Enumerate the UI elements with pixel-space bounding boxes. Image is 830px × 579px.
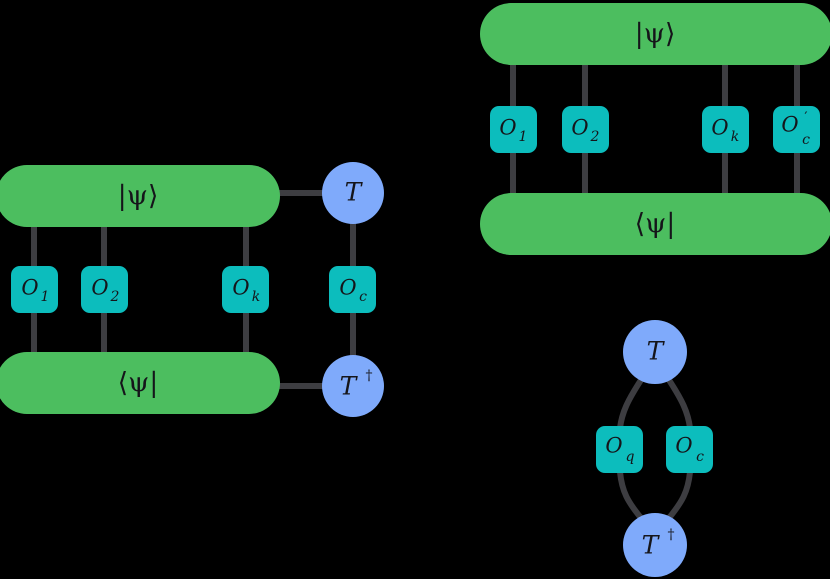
left-operator-oc-shape bbox=[329, 266, 376, 313]
left-operator-oc[interactable]: O c bbox=[329, 266, 376, 313]
top-right-ket-node[interactable]: |ψ⟩ bbox=[480, 3, 830, 65]
top-right-operator-o1[interactable]: O 1 bbox=[490, 106, 537, 153]
panel-bottom-right: T T † O q O c bbox=[596, 320, 713, 577]
left-bra-shape bbox=[0, 352, 280, 414]
left-operator-ok-shape bbox=[222, 266, 269, 313]
bottom-right-operator-oq-shape bbox=[596, 426, 643, 473]
left-ket-node[interactable]: |ψ⟩ bbox=[0, 165, 280, 227]
bottom-right-operator-oc[interactable]: O c bbox=[666, 426, 713, 473]
bottom-right-transform-t[interactable]: T bbox=[623, 320, 687, 384]
left-operator-o2-shape bbox=[81, 266, 128, 313]
top-right-operator-oc-prime[interactable]: O ′ c bbox=[773, 106, 820, 153]
left-operator-o2[interactable]: O 2 bbox=[81, 266, 128, 313]
top-right-ket-shape bbox=[480, 3, 830, 65]
wire-br-t-to-oc bbox=[666, 377, 693, 431]
left-transform-t[interactable]: T bbox=[322, 162, 384, 224]
wire-br-oc-to-tdagger bbox=[666, 469, 693, 521]
bottom-right-operator-oc-shape bbox=[666, 426, 713, 473]
left-ket-shape bbox=[0, 165, 280, 227]
bottom-right-transform-t-shape bbox=[623, 320, 687, 384]
top-right-operator-o2[interactable]: O 2 bbox=[562, 106, 609, 153]
left-operator-ok[interactable]: O k bbox=[222, 266, 269, 313]
panel-top-right: |ψ⟩ ⟨ψ| O 1 O 2 O k bbox=[480, 3, 830, 255]
left-transform-tdagger[interactable]: T † bbox=[322, 355, 384, 417]
top-right-operator-oc-prime-shape bbox=[773, 106, 820, 153]
left-operator-o1[interactable]: O 1 bbox=[11, 266, 58, 313]
left-transform-tdagger-shape bbox=[322, 355, 384, 417]
top-right-bra-node[interactable]: ⟨ψ| bbox=[480, 193, 830, 255]
left-operator-o1-shape bbox=[11, 266, 58, 313]
bottom-right-operator-oq[interactable]: O q bbox=[596, 426, 643, 473]
top-right-operator-o2-shape bbox=[562, 106, 609, 153]
top-right-operator-ok-shape bbox=[702, 106, 749, 153]
wire-br-t-to-oq bbox=[617, 377, 644, 431]
wire-br-oq-to-tdagger bbox=[617, 469, 644, 521]
left-bra-node[interactable]: ⟨ψ| bbox=[0, 352, 280, 414]
top-right-operator-ok[interactable]: O k bbox=[702, 106, 749, 153]
top-right-operator-o1-shape bbox=[490, 106, 537, 153]
panel-left: |ψ⟩ ⟨ψ| O 1 O 2 O k bbox=[0, 162, 384, 417]
bottom-right-transform-tdagger[interactable]: T † bbox=[623, 513, 687, 577]
top-right-bra-shape bbox=[480, 193, 830, 255]
left-transform-t-shape bbox=[322, 162, 384, 224]
bottom-right-transform-tdagger-shape bbox=[623, 513, 687, 577]
